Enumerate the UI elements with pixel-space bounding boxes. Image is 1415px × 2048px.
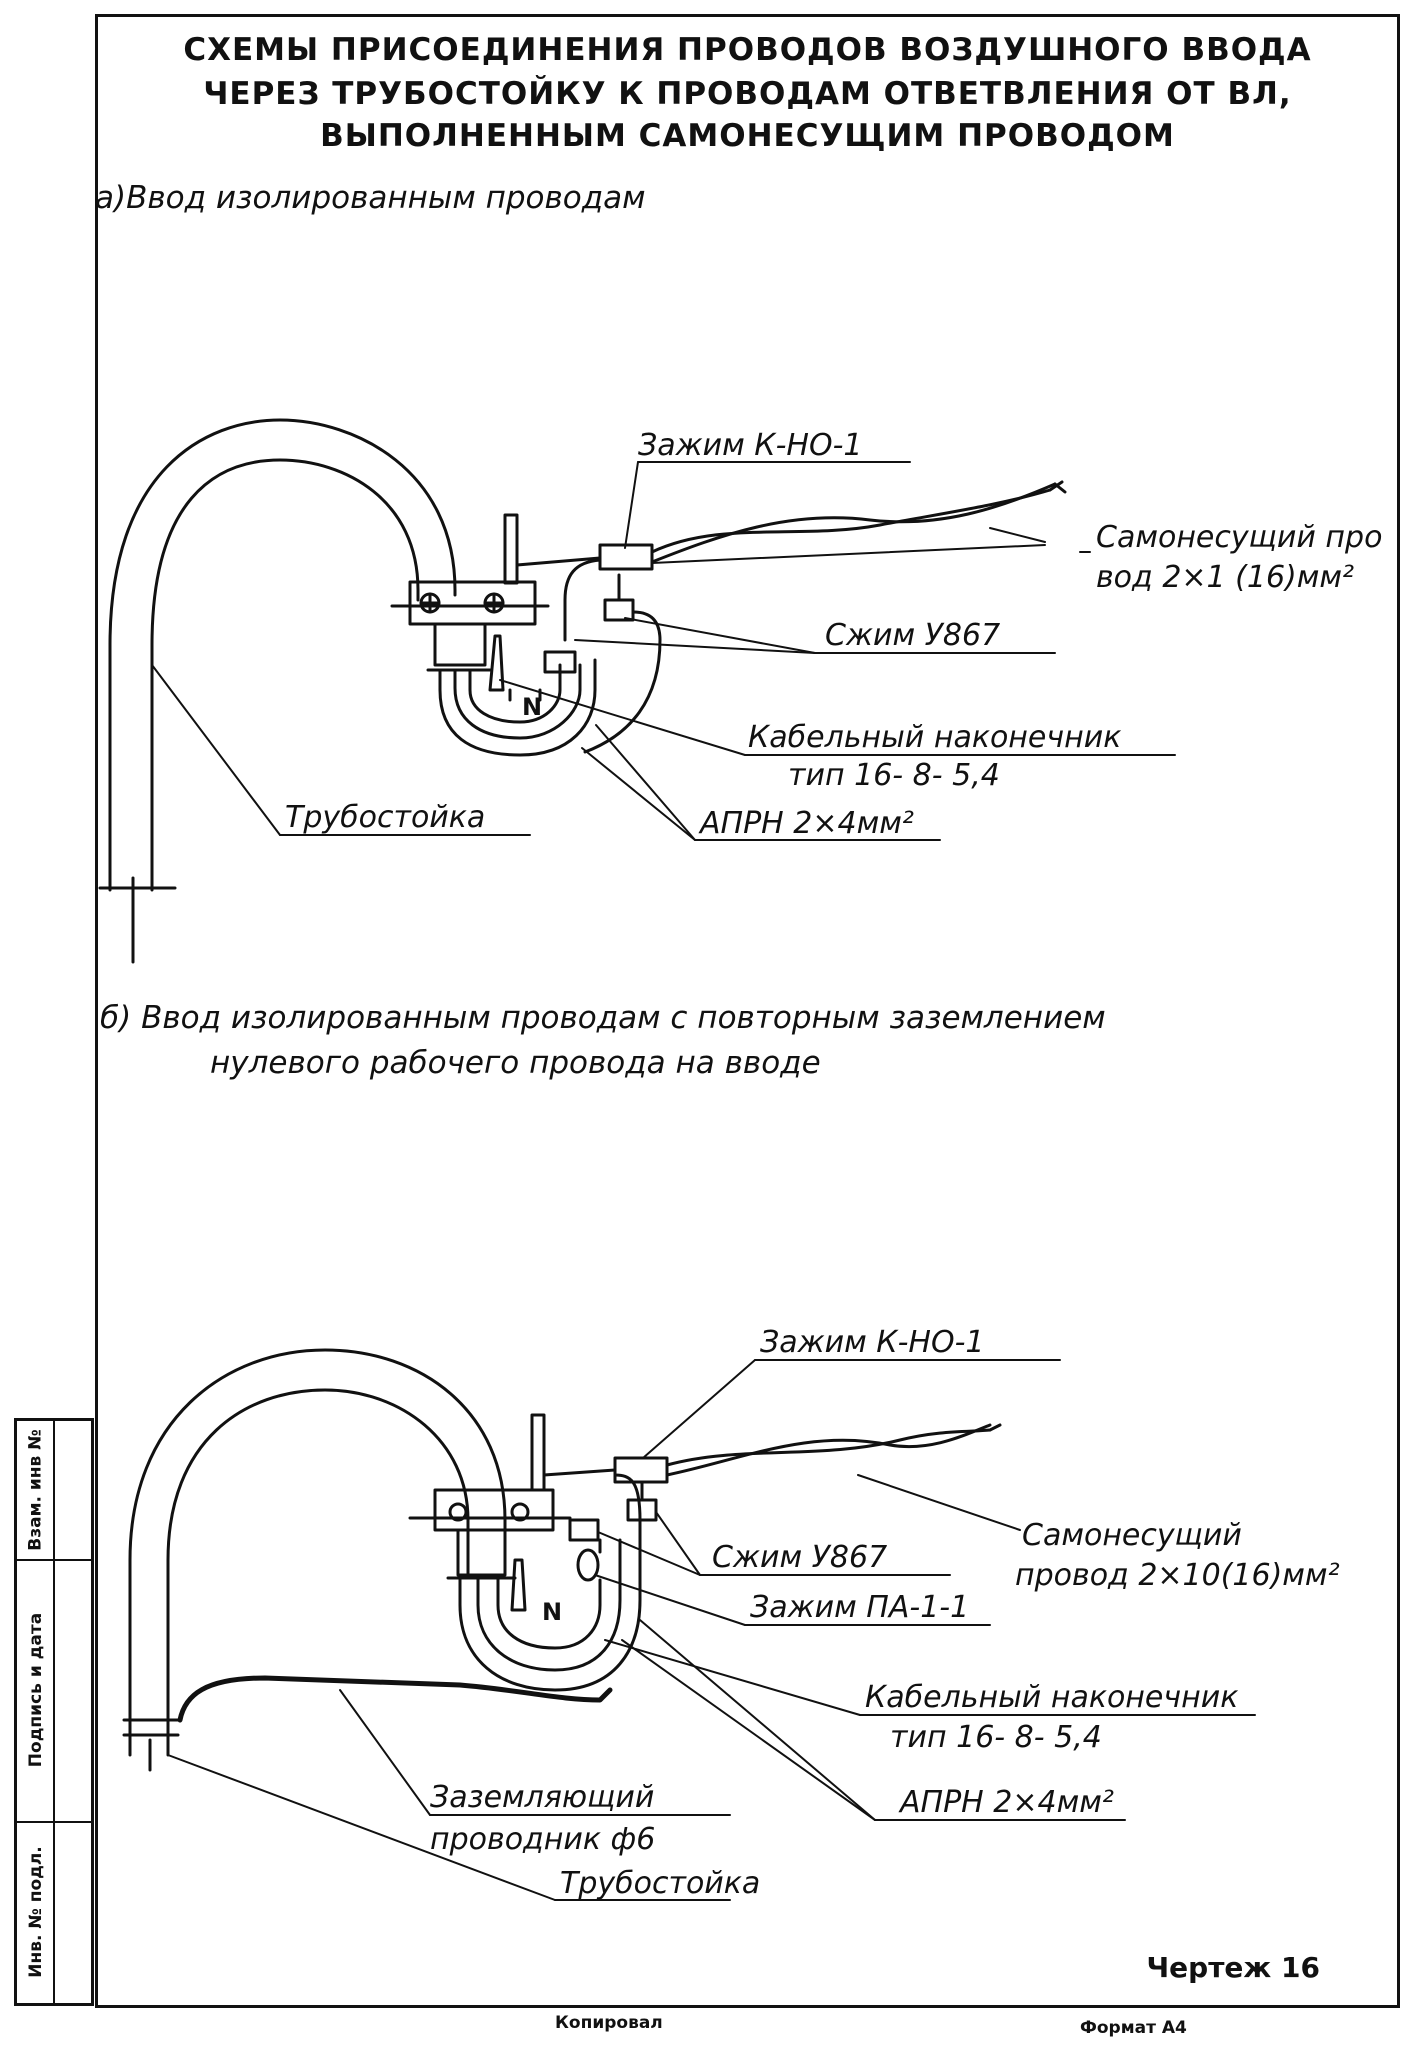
title-line-2: ЧЕРЕЗ ТРУБОСТОЙКУ К ПРОВОДАМ ОТВЕТВЛЕНИЯ… — [203, 76, 1292, 112]
leaders-a — [151, 461, 1176, 841]
bracket-b — [408, 1413, 617, 1580]
stamp-cell-3: Взам. инв № — [26, 1429, 46, 1551]
pole-b — [122, 1348, 507, 1772]
label-aprn-a: АПРН 2×4мм² — [700, 806, 914, 841]
drawing-frame — [95, 14, 1400, 2008]
neutral-mark-b: N — [542, 1598, 563, 1626]
bracket-a — [390, 513, 602, 672]
ground-conductor-b — [177, 1675, 613, 1723]
section-b-heading-1: б) Ввод изолированным проводам с повторн… — [100, 1000, 1106, 1036]
label-pole-b: Трубостойка — [560, 1866, 761, 1901]
label-self-supporting-b-2: провод 2×10(16)мм² — [1015, 1558, 1340, 1593]
label-clamp-pa-b: Зажим ПА-1-1 — [750, 1590, 970, 1625]
section-b-heading-2: нулевого рабочего провода на вводе — [210, 1045, 821, 1081]
neutral-mark-a: N — [522, 693, 543, 721]
label-aprn-b: АПРН 2×4мм² — [900, 1785, 1114, 1820]
title-line-1: СХЕМЫ ПРИСОЕДИНЕНИЯ ПРОВОДОВ ВОЗДУШНОГО … — [183, 32, 1312, 68]
label-compression-a: Сжим У867 — [825, 618, 1001, 653]
label-lug-a-2: тип 16- 8- 5,4 — [788, 758, 1000, 793]
label-ground-b-1: Заземляющий — [430, 1780, 655, 1815]
stamp-cell-2: Подпись и дата — [26, 1612, 46, 1768]
approval-stamp: Взам. инв № Подпись и дата Инв. № подл. — [14, 1418, 94, 2006]
section-a-heading: а)Ввод изолированным проводам — [95, 180, 646, 216]
leaders-b — [167, 1359, 1256, 1901]
copied-by: Копировал — [555, 2013, 663, 2033]
clamp-a — [598, 543, 654, 571]
label-lug-b-2: тип 16- 8- 5,4 — [890, 1720, 1102, 1755]
label-clamp-a: Зажим К-НО-1 — [638, 428, 863, 463]
stamp-divider — [53, 1421, 55, 2003]
title-line-3: ВЫПОЛНЕННЫМ САМОНЕСУЩИМ ПРОВОДОМ — [320, 118, 1175, 154]
label-lug-b-1: Кабельный наконечник — [865, 1680, 1239, 1715]
pole-a — [98, 418, 457, 964]
drawing-number: Чертеж 16 — [1146, 1951, 1320, 1984]
twisted-wire-a — [650, 480, 1067, 564]
label-compression-b: Сжим У867 — [712, 1540, 888, 1575]
stamp-row-line-1 — [17, 1559, 91, 1561]
label-lug-a-1: Кабельный наконечник — [748, 720, 1122, 755]
label-ground-b-2: проводник ф6 — [430, 1822, 656, 1857]
label-clamp-b: Зажим К-НО-1 — [760, 1325, 985, 1360]
loop-a — [438, 558, 662, 757]
stamp-cell-1: Инв. № подл. — [26, 1846, 47, 1978]
twisted-wire-b — [665, 1423, 1002, 1477]
loop-b — [458, 1473, 658, 1692]
label-self-supporting-a-2: вод 2×1 (16)мм² — [1096, 560, 1355, 595]
label-self-supporting-b-1: Самонесущий — [1022, 1518, 1242, 1553]
stamp-row-line-2 — [17, 1821, 91, 1823]
clamp-b — [613, 1456, 669, 1484]
label-self-supporting-a-1: Самонесущий про — [1096, 520, 1383, 555]
paper-format: Формат А4 — [1080, 2018, 1187, 2038]
label-pole-a: Трубостойка — [285, 800, 486, 835]
